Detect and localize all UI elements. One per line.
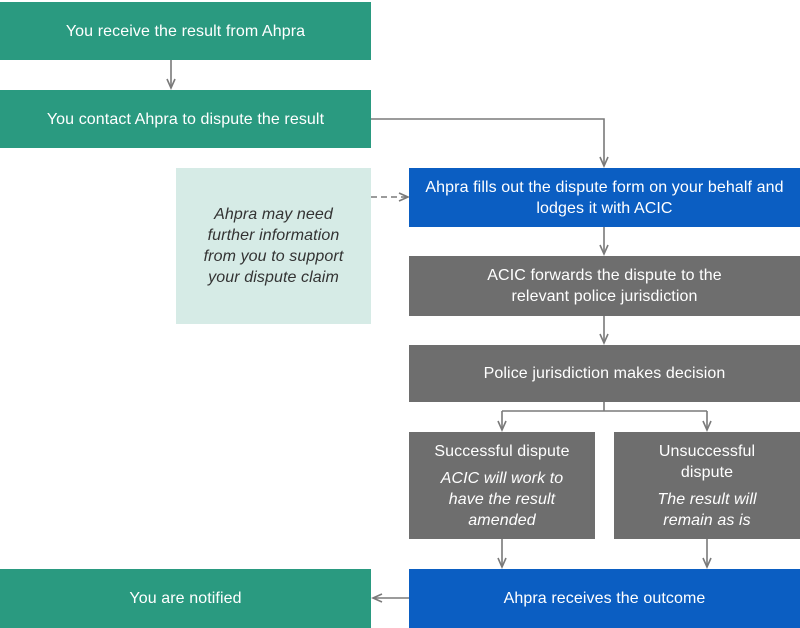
arrow-contact-to-fills-form (371, 118, 609, 168)
node-contact-ahpra: You contact Ahpra to dispute the result (0, 90, 371, 148)
node-forwards: ACIC forwards the dispute to the relevan… (409, 256, 800, 316)
arrow-decision-to-branches (502, 402, 707, 412)
node-receives-outcome: Ahpra receives the outcome (409, 569, 800, 628)
node-unsuccessful-title: Unsuccessful dispute (658, 442, 756, 481)
node-notified-label: You are notified (129, 590, 242, 607)
node-fills-form-label: Ahpra fills out the dispute form on your… (425, 178, 784, 217)
node-receive-result: You receive the result from Ahpra (0, 2, 371, 60)
node-receive-result-label: You receive the result from Ahpra (65, 22, 306, 40)
node-successful-detail: ACIC will work to have the result amende… (440, 469, 564, 529)
node-unsuccessful-detail: The result will remain as is (657, 490, 757, 529)
node-contact-ahpra-label: You contact Ahpra to dispute the result (46, 110, 325, 128)
node-notified: You are notified (0, 569, 371, 628)
node-successful: Successful dispute ACIC will work to hav… (409, 432, 595, 539)
node-fills-form: Ahpra fills out the dispute form on your… (409, 168, 800, 227)
node-decision: Police jurisdiction makes decision (409, 345, 800, 402)
node-forwards-label: ACIC forwards the dispute to the relevan… (487, 267, 722, 305)
node-note-label: Ahpra may need further information from … (203, 206, 344, 286)
node-unsuccessful: Unsuccessful dispute The result will rem… (614, 432, 800, 539)
node-successful-title: Successful dispute (434, 442, 570, 460)
node-note: Ahpra may need further information from … (176, 168, 371, 324)
node-receives-outcome-label: Ahpra receives the outcome (503, 590, 706, 607)
node-decision-label: Police jurisdiction makes decision (483, 365, 726, 382)
